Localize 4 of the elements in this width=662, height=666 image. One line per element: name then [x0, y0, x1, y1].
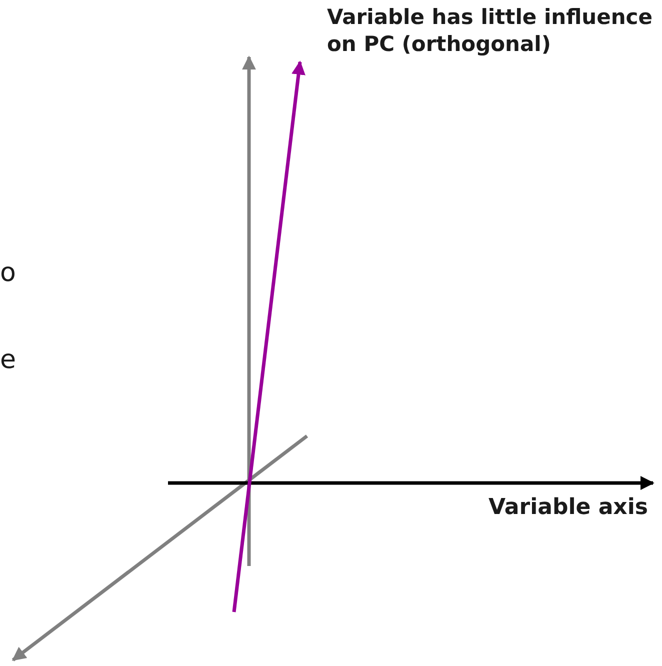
text-fragment: e [0, 345, 16, 375]
text-fragment: o [0, 258, 16, 288]
annotation-text: Variable has little influence on PC (orthogonal) [327, 4, 654, 58]
axis-label: Variable axis [488, 494, 648, 522]
